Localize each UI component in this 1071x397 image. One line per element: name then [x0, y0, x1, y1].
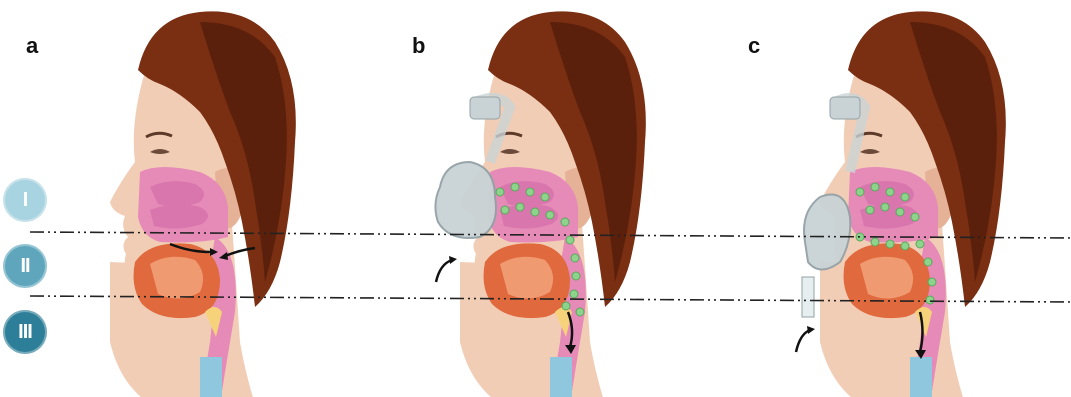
panel-a-head: [110, 11, 296, 397]
mask-tube-icon: [802, 277, 814, 317]
panel-label-b: b: [412, 33, 425, 59]
zone-label-2: II: [20, 255, 29, 278]
panel-c-head: [796, 11, 1006, 397]
arrowhead-icon: [449, 256, 457, 264]
zone-label-3: III: [18, 321, 32, 344]
zone-label-1: I: [23, 189, 28, 212]
arrowhead-icon: [807, 326, 815, 334]
curved-arrow-icon: [796, 330, 810, 352]
panel-b-head: [435, 11, 645, 397]
mask-forehead-pad-icon: [470, 97, 500, 119]
zone-badge-1: I: [3, 178, 47, 222]
mask-forehead-pad-icon: [830, 97, 860, 119]
zone-badge-2: II: [3, 244, 47, 288]
panel-label-a: a: [26, 33, 38, 59]
curved-arrow-icon: [436, 260, 452, 282]
zone-badge-3: III: [3, 310, 47, 354]
oronasal-mask-icon: [435, 162, 496, 238]
panel-label-c: c: [748, 33, 760, 59]
